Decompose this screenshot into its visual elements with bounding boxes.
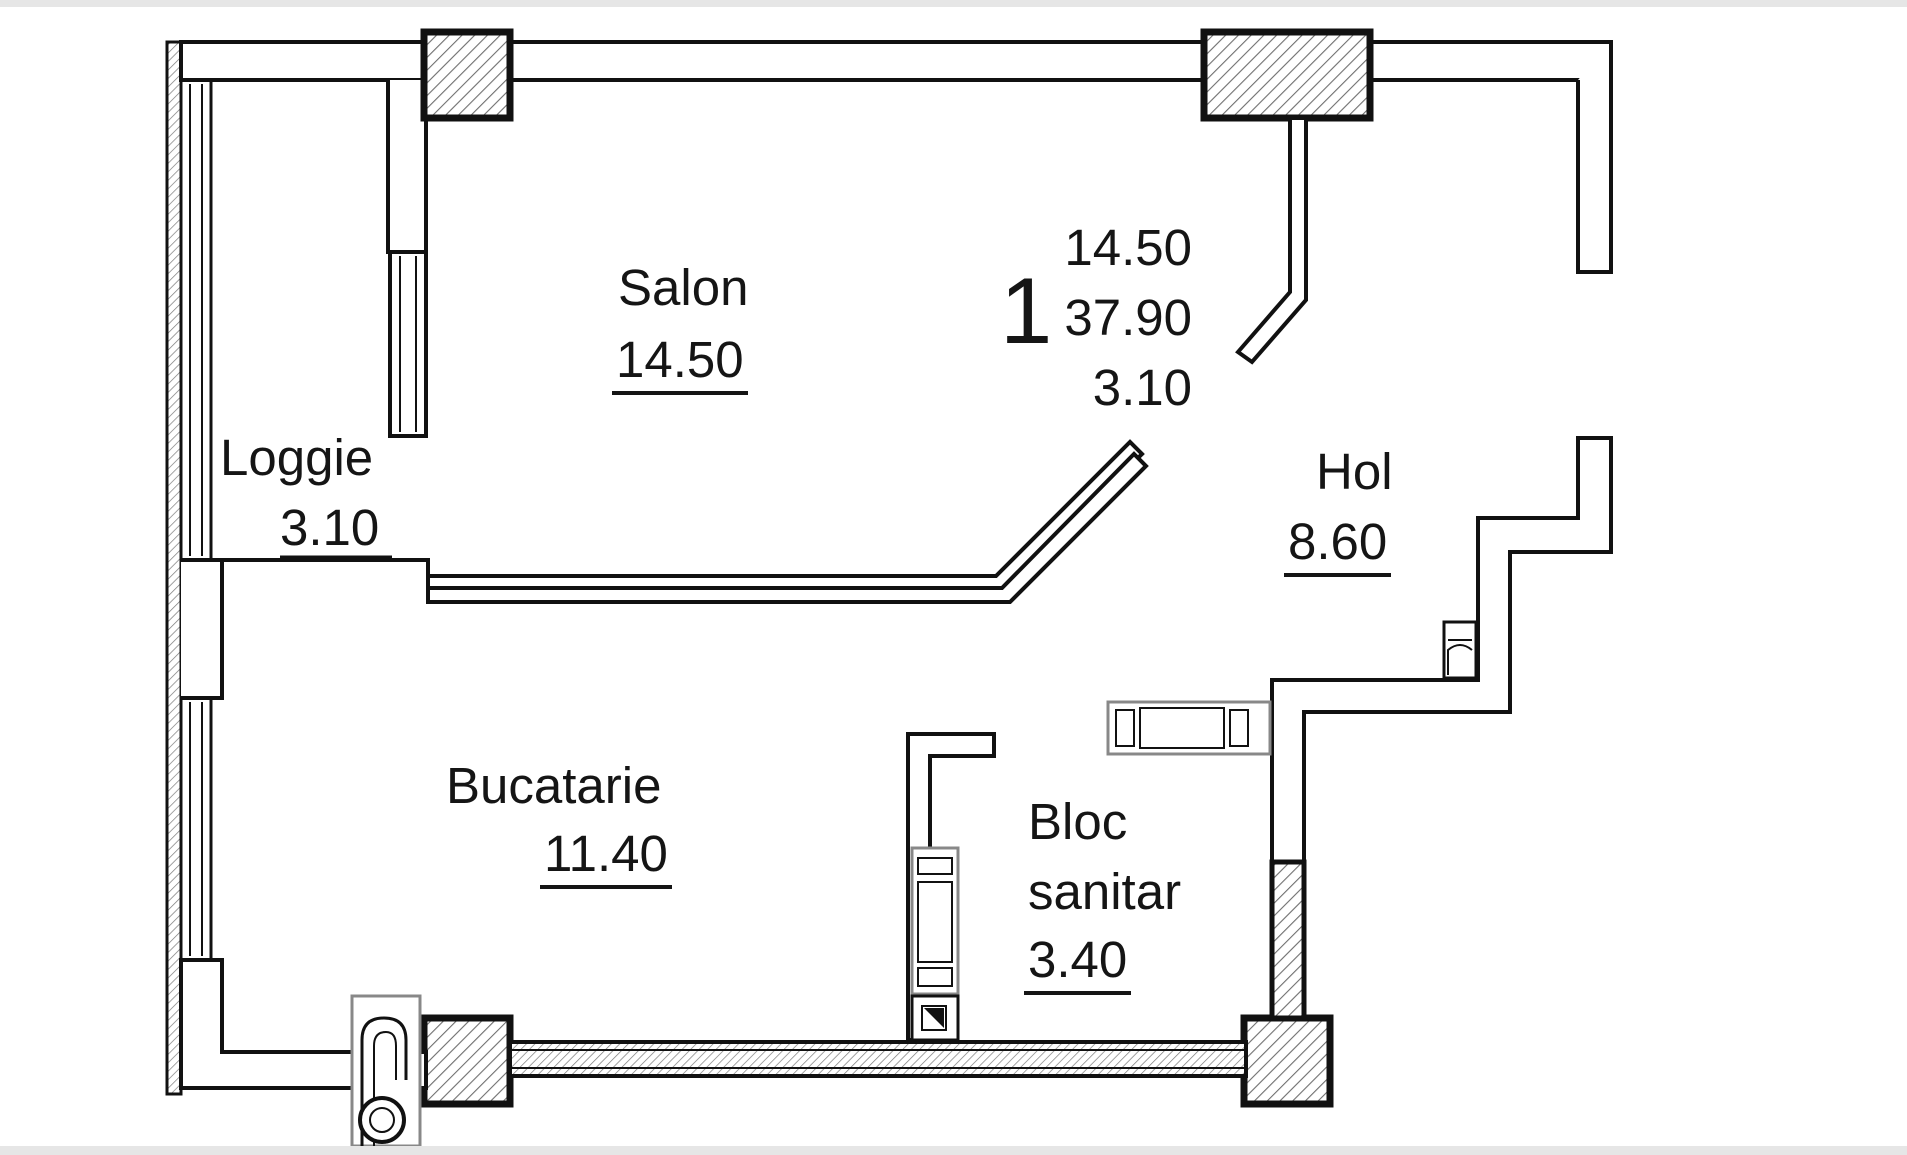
loggie-label: Loggie xyxy=(220,429,374,486)
structural-columns xyxy=(420,28,1374,1108)
loggia-area-value: 3.10 xyxy=(1092,359,1192,416)
radiator-fixture xyxy=(1106,700,1272,756)
apartment-summary: 1 14.50 37.90 3.10 xyxy=(1000,219,1200,416)
bottom-frame-bar xyxy=(0,1146,1907,1155)
bottom-wall xyxy=(508,1040,1248,1078)
pipe-shaft xyxy=(350,994,422,1148)
total-area-value: 37.90 xyxy=(1064,289,1192,346)
hol-area-value: 8.60 xyxy=(1284,516,1392,577)
bloc-sanitar-area-value: 3.40 xyxy=(1024,934,1132,995)
hol-right-stepped-wall xyxy=(1269,436,1613,1021)
loggia-partition-wall xyxy=(181,78,428,438)
hol-area: 8.60 xyxy=(1284,516,1392,577)
bloc-sanitar-label-line1: Bloc xyxy=(1028,793,1128,850)
hol-label: Hol xyxy=(1316,443,1393,500)
bloc-sanitar-area: 3.40 xyxy=(1024,934,1132,995)
loggie-area-value: 3.10 xyxy=(280,499,380,556)
bucatarie-area-value: 11.40 xyxy=(540,828,672,889)
living-area-value: 14.50 xyxy=(1064,219,1192,276)
salon-hol-partition-upper xyxy=(1235,120,1308,365)
salon-kitchen-partition xyxy=(181,439,1149,700)
salon-area: 14.50 xyxy=(612,334,748,395)
salon-label: Salon xyxy=(618,259,749,316)
bucatarie-label: Bucatarie xyxy=(446,757,662,814)
bucatarie-area: 11.40 xyxy=(540,828,672,889)
salon-area-value: 14.50 xyxy=(612,334,748,395)
top-frame-bar xyxy=(0,0,1907,7)
apartment-number: 1 xyxy=(1000,258,1053,363)
bloc-sanitar-label-line2: sanitar xyxy=(1028,863,1182,920)
ventilation-shaft xyxy=(1442,620,1478,680)
loggie-area: 3.10 xyxy=(276,502,383,559)
bathroom-partition xyxy=(906,732,996,1042)
